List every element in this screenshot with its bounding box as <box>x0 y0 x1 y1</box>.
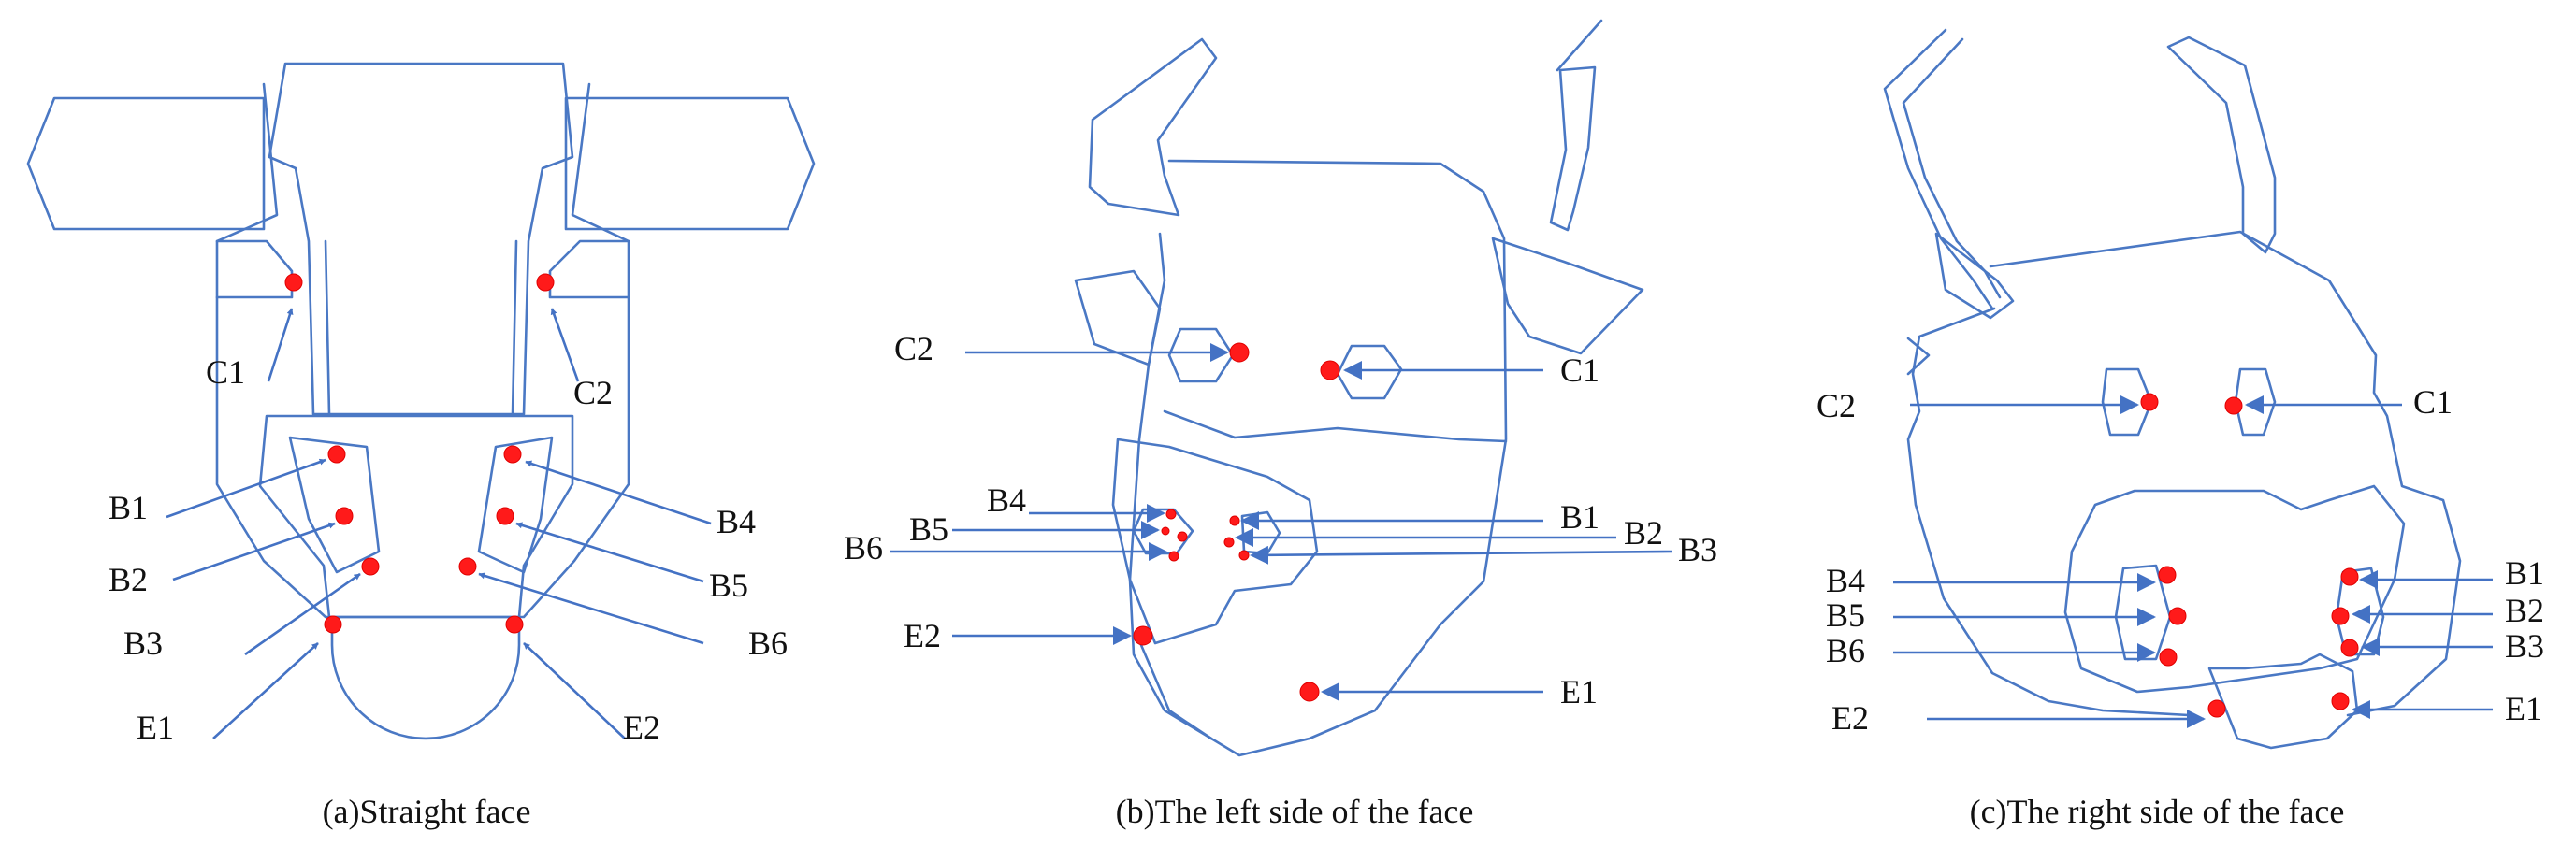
label-C1: C1 <box>2413 383 2453 421</box>
label-C1: C1 <box>206 353 245 391</box>
point-B2 <box>1223 537 1235 548</box>
label-E1: E1 <box>1560 673 1598 710</box>
labels-b: C2 C1 B4 B5 B6 B1 B2 B3 E2 E1 <box>844 330 1717 710</box>
arrows-c <box>1893 395 2493 728</box>
point-B6 <box>1168 551 1179 562</box>
point-E1 <box>1299 682 1320 702</box>
point-B5 <box>1177 531 1188 542</box>
label-B5: B5 <box>909 510 948 548</box>
point-B1 <box>1229 515 1240 526</box>
cow-outline-right <box>1883 28 2462 750</box>
point-B5 <box>496 507 514 525</box>
label-C2: C2 <box>894 330 933 367</box>
point-E1 <box>2331 692 2350 710</box>
label-B5: B5 <box>709 567 748 604</box>
label-B1: B1 <box>1560 498 1599 536</box>
point-B4 <box>1165 509 1177 520</box>
point-C2 <box>2140 393 2159 411</box>
caption-b: (b)The left side of the face <box>1116 793 1474 830</box>
label-B2: B2 <box>109 561 148 598</box>
point-B3 <box>1238 550 1250 561</box>
point-C2 <box>536 273 555 292</box>
point-B2 <box>335 507 354 525</box>
label-E2: E2 <box>1831 699 1869 737</box>
label-B4: B4 <box>716 503 756 540</box>
caption-c: (c)The right side of the face <box>1970 793 2345 830</box>
point-C2 <box>1229 342 1250 363</box>
point-B1 <box>2340 567 2359 586</box>
label-E2: E2 <box>904 617 941 654</box>
landmark-points-c <box>2140 393 2359 718</box>
point-B4 <box>503 445 522 464</box>
label-B3: B3 <box>1678 531 1717 568</box>
arrows-b <box>890 343 1673 701</box>
label-B4: B4 <box>987 481 1026 519</box>
labels-a: C1 C2 B1 B2 B3 B4 B5 B6 E1 E2 <box>109 353 788 746</box>
point-B3 <box>361 557 380 576</box>
label-B4: B4 <box>1826 562 1865 599</box>
point-E1 <box>324 615 342 634</box>
caption-a: (a)Straight face <box>323 793 531 830</box>
landmark-points-b <box>1133 342 1340 702</box>
panel-c: C2 C1 B4 B5 B6 B1 B2 B3 E2 E1 (c)The rig… <box>1816 28 2544 830</box>
point-B4b <box>1161 526 1170 536</box>
point-E2 <box>1133 625 1153 646</box>
label-E1: E1 <box>137 709 174 746</box>
label-B2: B2 <box>1624 514 1663 552</box>
point-E2 <box>2207 699 2226 718</box>
point-E2 <box>505 615 524 634</box>
label-B2: B2 <box>2505 592 2544 629</box>
labels-c: C2 C1 B4 B5 B6 B1 B2 B3 E2 E1 <box>1816 383 2544 737</box>
point-C1 <box>1320 360 1340 380</box>
label-B6: B6 <box>748 624 788 662</box>
label-B5: B5 <box>1826 596 1865 634</box>
label-C1: C1 <box>1560 352 1599 389</box>
cow-outline-left <box>1074 19 1644 757</box>
point-B6 <box>458 557 477 576</box>
panel-a: C1 C2 B1 B2 B3 B4 B5 B6 E1 E2 (a)Straigh… <box>26 62 816 830</box>
label-B3: B3 <box>2505 627 2544 665</box>
label-E2: E2 <box>623 709 660 746</box>
label-B3: B3 <box>123 624 163 662</box>
point-B3 <box>2340 639 2359 657</box>
label-C2: C2 <box>573 374 613 411</box>
panel-b: C2 C1 B4 B5 B6 B1 B2 B3 E2 E1 (b)The lef… <box>844 19 1717 830</box>
landmark-points-a <box>284 273 555 634</box>
point-B6 <box>2159 648 2178 667</box>
label-B6: B6 <box>844 529 883 567</box>
label-B1: B1 <box>2505 554 2544 592</box>
label-B6: B6 <box>1826 632 1865 669</box>
point-B2 <box>2331 607 2350 625</box>
arrows-a <box>166 308 712 739</box>
label-C2: C2 <box>1816 387 1856 424</box>
point-C1 <box>2224 396 2243 415</box>
point-B1 <box>327 445 346 464</box>
label-E1: E1 <box>2505 690 2542 727</box>
point-B5 <box>2168 607 2187 625</box>
point-C1 <box>284 273 303 292</box>
label-B1: B1 <box>109 489 148 526</box>
point-B4 <box>2158 566 2177 584</box>
